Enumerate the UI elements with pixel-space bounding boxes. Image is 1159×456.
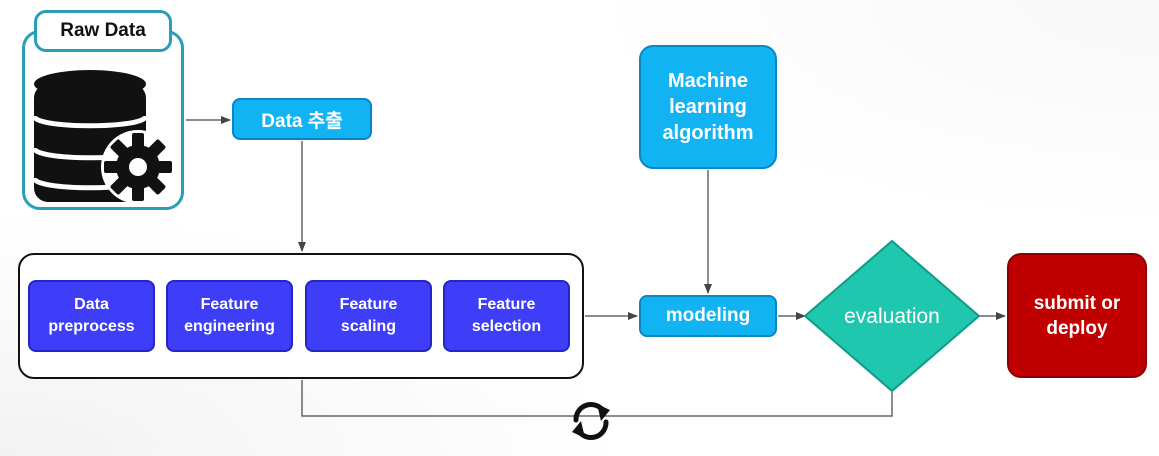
raw-data-label: Raw Data — [34, 10, 172, 52]
feature-selection-step: Feature selection — [443, 280, 570, 352]
data-preprocess-step: Data preprocess — [28, 280, 155, 352]
modeling-node: modeling — [639, 295, 777, 337]
evaluation-diamond — [803, 239, 981, 393]
feature-scaling-step: Feature scaling — [305, 280, 432, 352]
evaluation-label: evaluation — [844, 305, 940, 328]
cycle-arrows-icon — [572, 401, 610, 441]
data-extract-node: Data 추출 — [232, 98, 372, 140]
ml-algorithm-node: Machine learning algorithm — [639, 45, 777, 169]
database-gear-icon — [31, 70, 175, 204]
feature-engineering-step: Feature engineering — [166, 280, 293, 352]
feedback-loop-line — [301, 380, 893, 417]
submit-or-deploy-node: submit or deploy — [1007, 253, 1147, 378]
